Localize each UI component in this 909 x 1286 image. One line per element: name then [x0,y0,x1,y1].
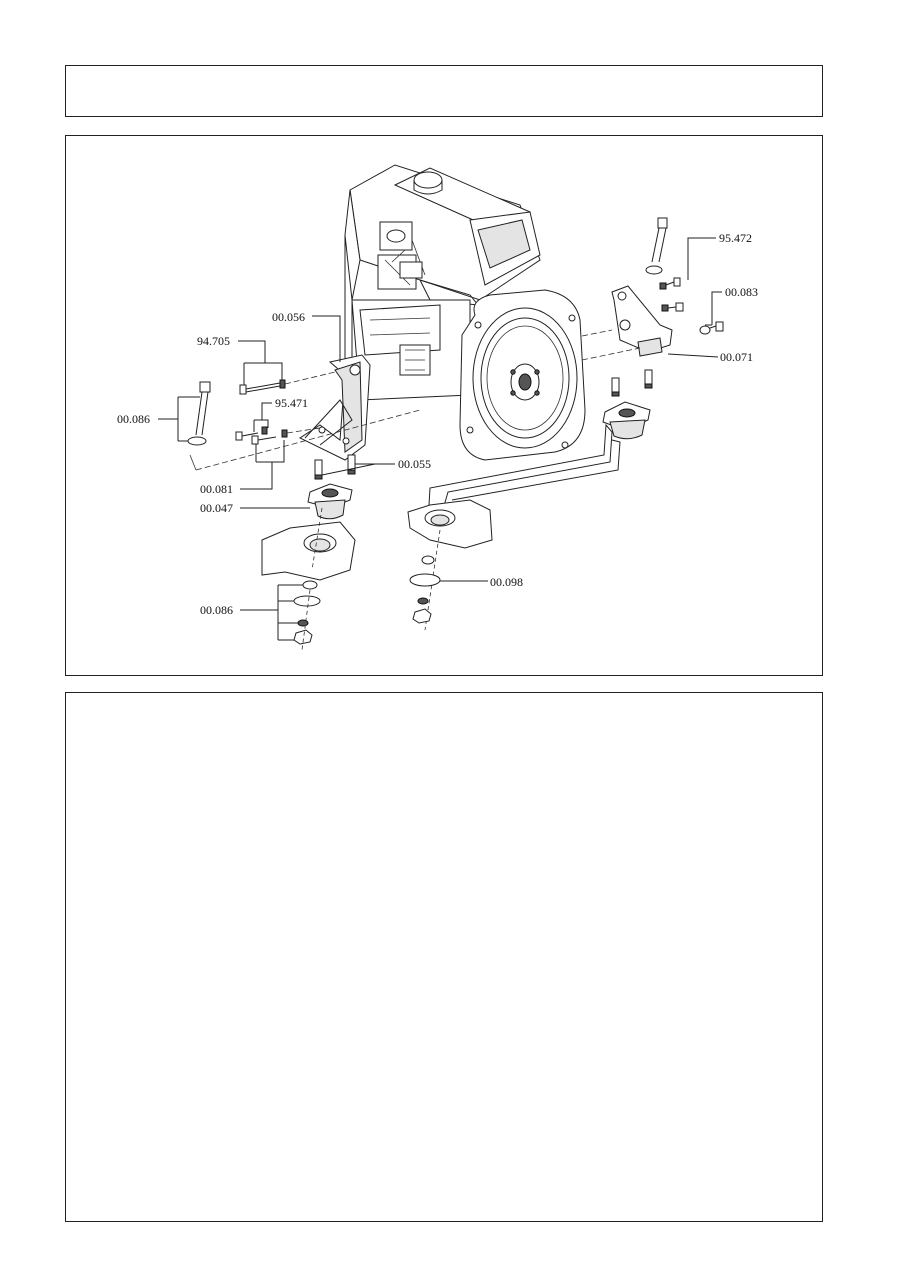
callout-00-098: 00.098 [490,575,523,589]
right-vertical-bolt [645,217,681,290]
callout-00-083: 00.083 [725,285,758,299]
right-washer-stack [409,555,441,624]
short-bolts-95471 [235,426,321,445]
right-support-arm [407,423,621,631]
left-rubber-mount [307,454,356,520]
right-rubber-mount [602,369,653,440]
callout-00-081: 00.081 [200,482,233,496]
header-box [65,65,823,117]
callout-00-055: 00.055 [398,457,431,471]
vertical-bolt-00086 [187,381,421,471]
callout-94-705: 94.705 [197,334,230,348]
callout-95-471: 95.471 [275,396,308,410]
callout-00-086-bottom: 00.086 [200,603,233,617]
right-bolt-00083 [699,321,724,335]
left-washer-stack [293,580,321,651]
callout-00-056: 00.056 [272,310,305,324]
notes-box [65,692,823,1222]
leader-lines [158,237,722,641]
callout-95-472: 95.472 [719,231,752,245]
right-engine-bracket [581,285,684,361]
callout-00-047: 00.047 [200,501,233,515]
left-chassis-bracket [261,507,356,581]
callout-00-071: 00.071 [720,350,753,364]
long-bolt-94705 [239,371,336,395]
flywheel-housing [459,289,586,461]
engine-block [344,164,541,430]
left-engine-bracket [298,354,371,461]
callout-labels: 00.056 94.705 95.471 00.086 00.081 00.05… [117,231,758,617]
callout-00-086-left: 00.086 [117,412,150,426]
